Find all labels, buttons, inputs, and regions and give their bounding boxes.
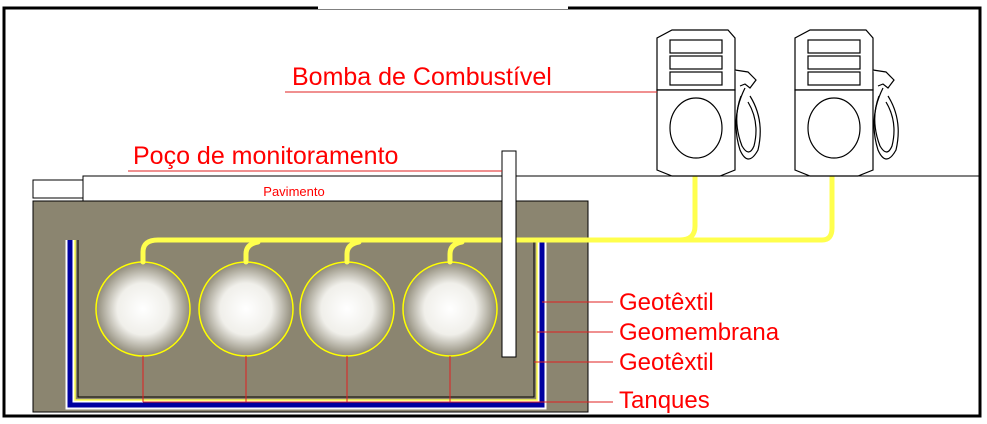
title-strip [318, 0, 568, 9]
pump-display-slot [669, 71, 723, 86]
tank [299, 261, 395, 357]
liner-inner-edge [77, 240, 535, 398]
monitoring-well [501, 150, 517, 358]
tank [198, 261, 294, 357]
geomembrane-label: Geomembrana [619, 319, 780, 346]
pump-display-slot [807, 71, 861, 86]
tanks-label: Tanques [619, 387, 710, 414]
tank-3-pipe [344, 239, 362, 265]
pump-1-pipe [677, 167, 698, 243]
pump-display-slot [807, 39, 861, 54]
pump-dial [807, 97, 861, 159]
pump-dial [669, 97, 723, 159]
pavement-edge [32, 179, 84, 199]
leader-lines [128, 91, 657, 403]
pump-display-slot [669, 39, 723, 54]
fuel-piping [140, 167, 835, 265]
geotextile-outer-label: Geotêxtil [619, 289, 714, 316]
fuel-pump-1 [656, 29, 761, 177]
fuel-pump-2 [794, 29, 899, 177]
pump-display-slot [669, 55, 723, 70]
fuel-pump-label: Bomba de Combustível [292, 63, 552, 91]
tank [402, 261, 498, 357]
tanks-group [95, 261, 498, 357]
pump-nozzle-icon [734, 69, 757, 89]
geomembrane-layer [67, 240, 545, 408]
pump-hose-inner [874, 95, 895, 153]
geotextile-inner-layer [74, 240, 538, 401]
main-pipe [140, 167, 835, 265]
pump-nozzle-icon [872, 69, 895, 89]
pump-display-slot [807, 55, 861, 70]
pavement-slab [82, 175, 509, 202]
tank-4-pipe [447, 239, 465, 265]
geotextile-inner-label: Geotêxtil [619, 349, 714, 376]
tank-2-pipe [243, 239, 261, 265]
tank [95, 261, 191, 357]
pavement-label: Pavimento [263, 184, 324, 199]
monitoring-well-label: Poço de monitoramento [133, 142, 398, 170]
pump-hose-inner [736, 95, 757, 153]
